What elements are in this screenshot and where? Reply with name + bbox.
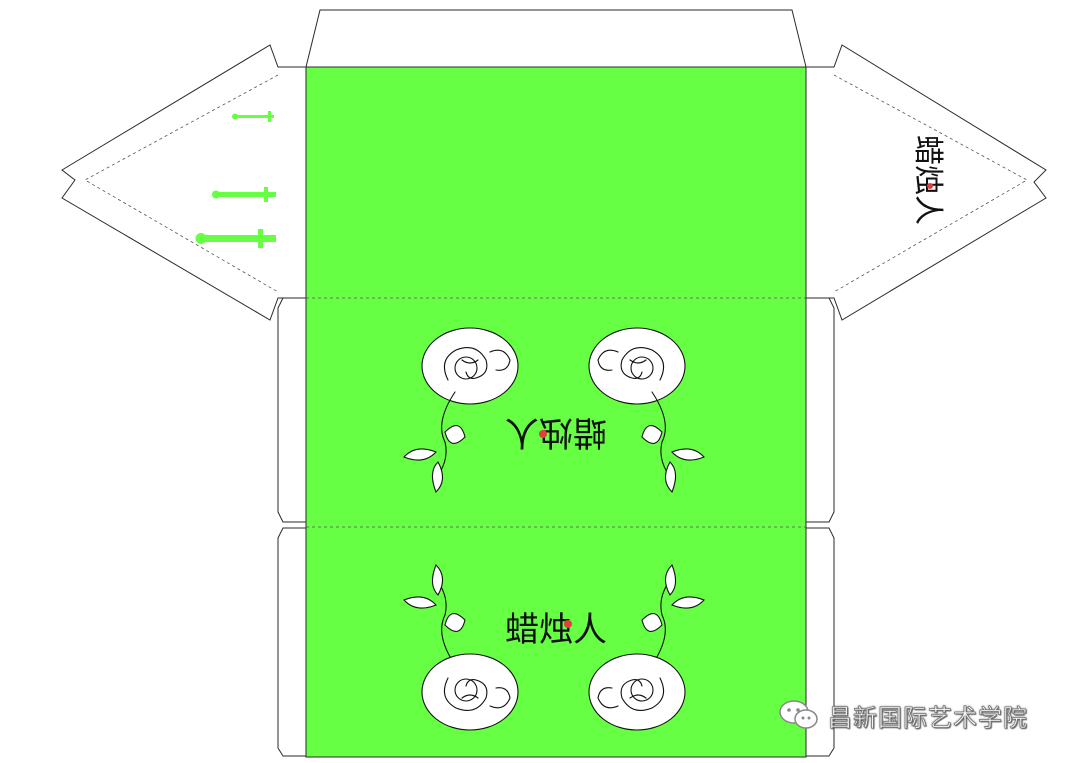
green-main-panel — [305, 66, 807, 758]
wechat-icon — [779, 700, 818, 729]
flame-dot — [927, 183, 933, 189]
right-glue-tab-upper — [805, 297, 835, 523]
candle-icon — [212, 187, 276, 202]
brand-label: 蜡烛人 — [910, 135, 945, 225]
flame-dot — [539, 430, 547, 438]
candle-icon — [232, 111, 274, 122]
watermark: 昌新国际艺术学院 — [778, 698, 1028, 732]
leaf-vine-icon — [403, 391, 466, 493]
leaf-vine-icon — [641, 391, 705, 493]
fetus-egg-icon — [421, 327, 519, 405]
flame-dot — [564, 620, 572, 628]
upper-panel-artwork: 蜡烛人 — [403, 327, 705, 493]
watermark-text: 昌新国际艺术学院 — [828, 703, 1028, 732]
right-flap-fold-line — [833, 74, 1028, 293]
fetus-egg-icon — [588, 327, 686, 405]
left-side-flap — [61, 44, 307, 321]
left-flap-fold-line — [84, 74, 279, 293]
left-glue-tab-lower — [277, 527, 307, 757]
fetus-egg-icon — [588, 653, 686, 731]
leaf-vine-icon — [641, 564, 705, 666]
leaf-vine-icon — [403, 564, 466, 666]
lower-panel-artwork: 蜡烛人 — [403, 564, 705, 731]
left-glue-tab-upper — [277, 297, 307, 523]
brand-label: 蜡烛人 — [505, 610, 607, 650]
candle-icon — [195, 229, 276, 248]
brand-label-rotated: 蜡烛人 — [910, 135, 945, 225]
top-flap — [305, 9, 807, 68]
brand-label: 蜡烛人 — [505, 412, 607, 452]
fetus-egg-icon — [421, 653, 519, 731]
